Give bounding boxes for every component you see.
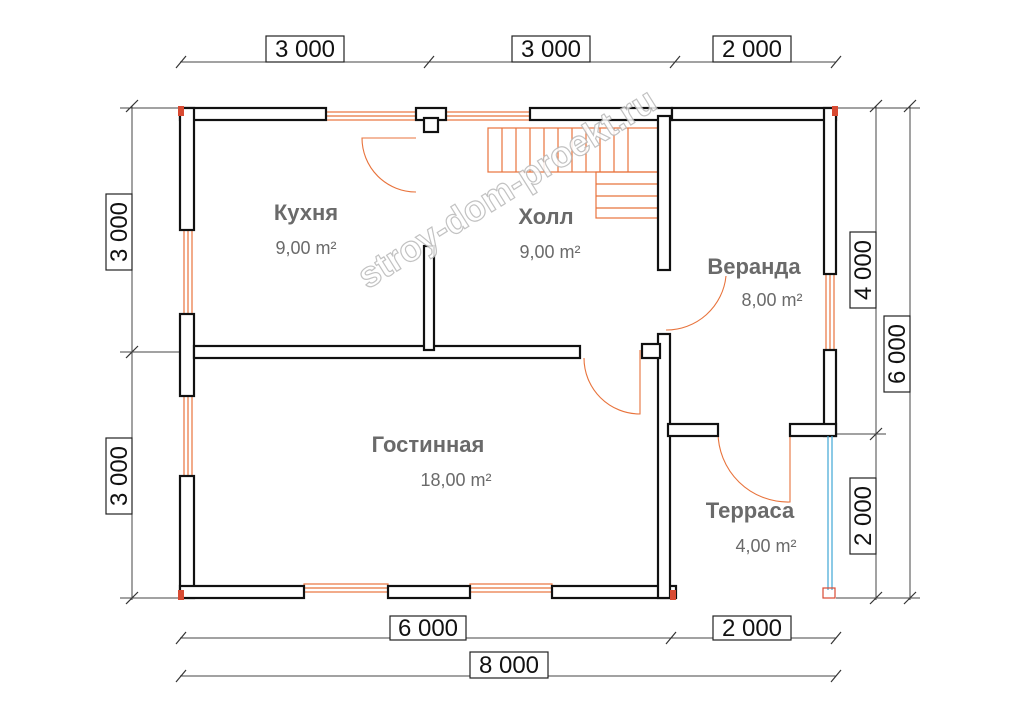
svg-text:6 000: 6 000 xyxy=(398,615,458,642)
svg-text:8 000: 8 000 xyxy=(479,652,539,679)
svg-text:Гостинная: Гостинная xyxy=(372,432,485,457)
svg-text:4 000: 4 000 xyxy=(850,240,877,300)
doors xyxy=(361,137,791,503)
dimension-label-left-1: 3 000 xyxy=(105,193,133,271)
room-hall: Холл 9,00 m² xyxy=(518,204,580,262)
svg-text:Терраса: Терраса xyxy=(706,498,795,523)
svg-text:9,00 m²: 9,00 m² xyxy=(519,242,580,262)
terrace-railing xyxy=(822,436,836,599)
dimension-label-right-2: 2 000 xyxy=(849,477,877,555)
room-veranda: Веранда 8,00 m² xyxy=(707,254,802,310)
svg-text:3 000: 3 000 xyxy=(106,446,133,506)
dimension-label-bottom-1: 6 000 xyxy=(389,615,467,642)
dimension-label-right-total: 6 000 xyxy=(883,315,911,393)
dimension-label-top-3: 2 000 xyxy=(712,35,792,63)
room-terrace: Терраса 4,00 m² xyxy=(706,498,797,556)
svg-text:Кухня: Кухня xyxy=(274,200,338,225)
svg-text:3 000: 3 000 xyxy=(275,36,335,63)
dimension-label-left-2: 3 000 xyxy=(105,437,133,515)
svg-text:9,00 m²: 9,00 m² xyxy=(275,238,336,258)
dimension-label-right-1: 4 000 xyxy=(849,231,877,309)
svg-text:8,00 m²: 8,00 m² xyxy=(741,290,802,310)
walls xyxy=(178,106,838,600)
svg-text:3 000: 3 000 xyxy=(106,202,133,262)
svg-text:6 000: 6 000 xyxy=(884,324,911,384)
svg-text:Холл: Холл xyxy=(518,204,573,229)
dimension-label-top-2: 3 000 xyxy=(511,35,591,63)
svg-text:2 000: 2 000 xyxy=(722,615,782,642)
svg-text:18,00 m²: 18,00 m² xyxy=(420,470,491,490)
dimension-label-bottom-2: 2 000 xyxy=(712,615,792,642)
corner-markers xyxy=(178,106,838,600)
room-kitchen: Кухня 9,00 m² xyxy=(274,200,338,258)
room-living: Гостинная 18,00 m² xyxy=(372,432,492,490)
svg-text:Веранда: Веранда xyxy=(707,254,801,279)
dimension-lines xyxy=(120,55,920,683)
svg-text:4,00 m²: 4,00 m² xyxy=(735,536,796,556)
svg-text:2 000: 2 000 xyxy=(850,486,877,546)
svg-text:3 000: 3 000 xyxy=(521,36,581,63)
dimension-label-bottom-total: 8 000 xyxy=(469,651,549,679)
svg-text:2 000: 2 000 xyxy=(722,36,782,63)
dimension-label-top-1: 3 000 xyxy=(265,35,345,63)
